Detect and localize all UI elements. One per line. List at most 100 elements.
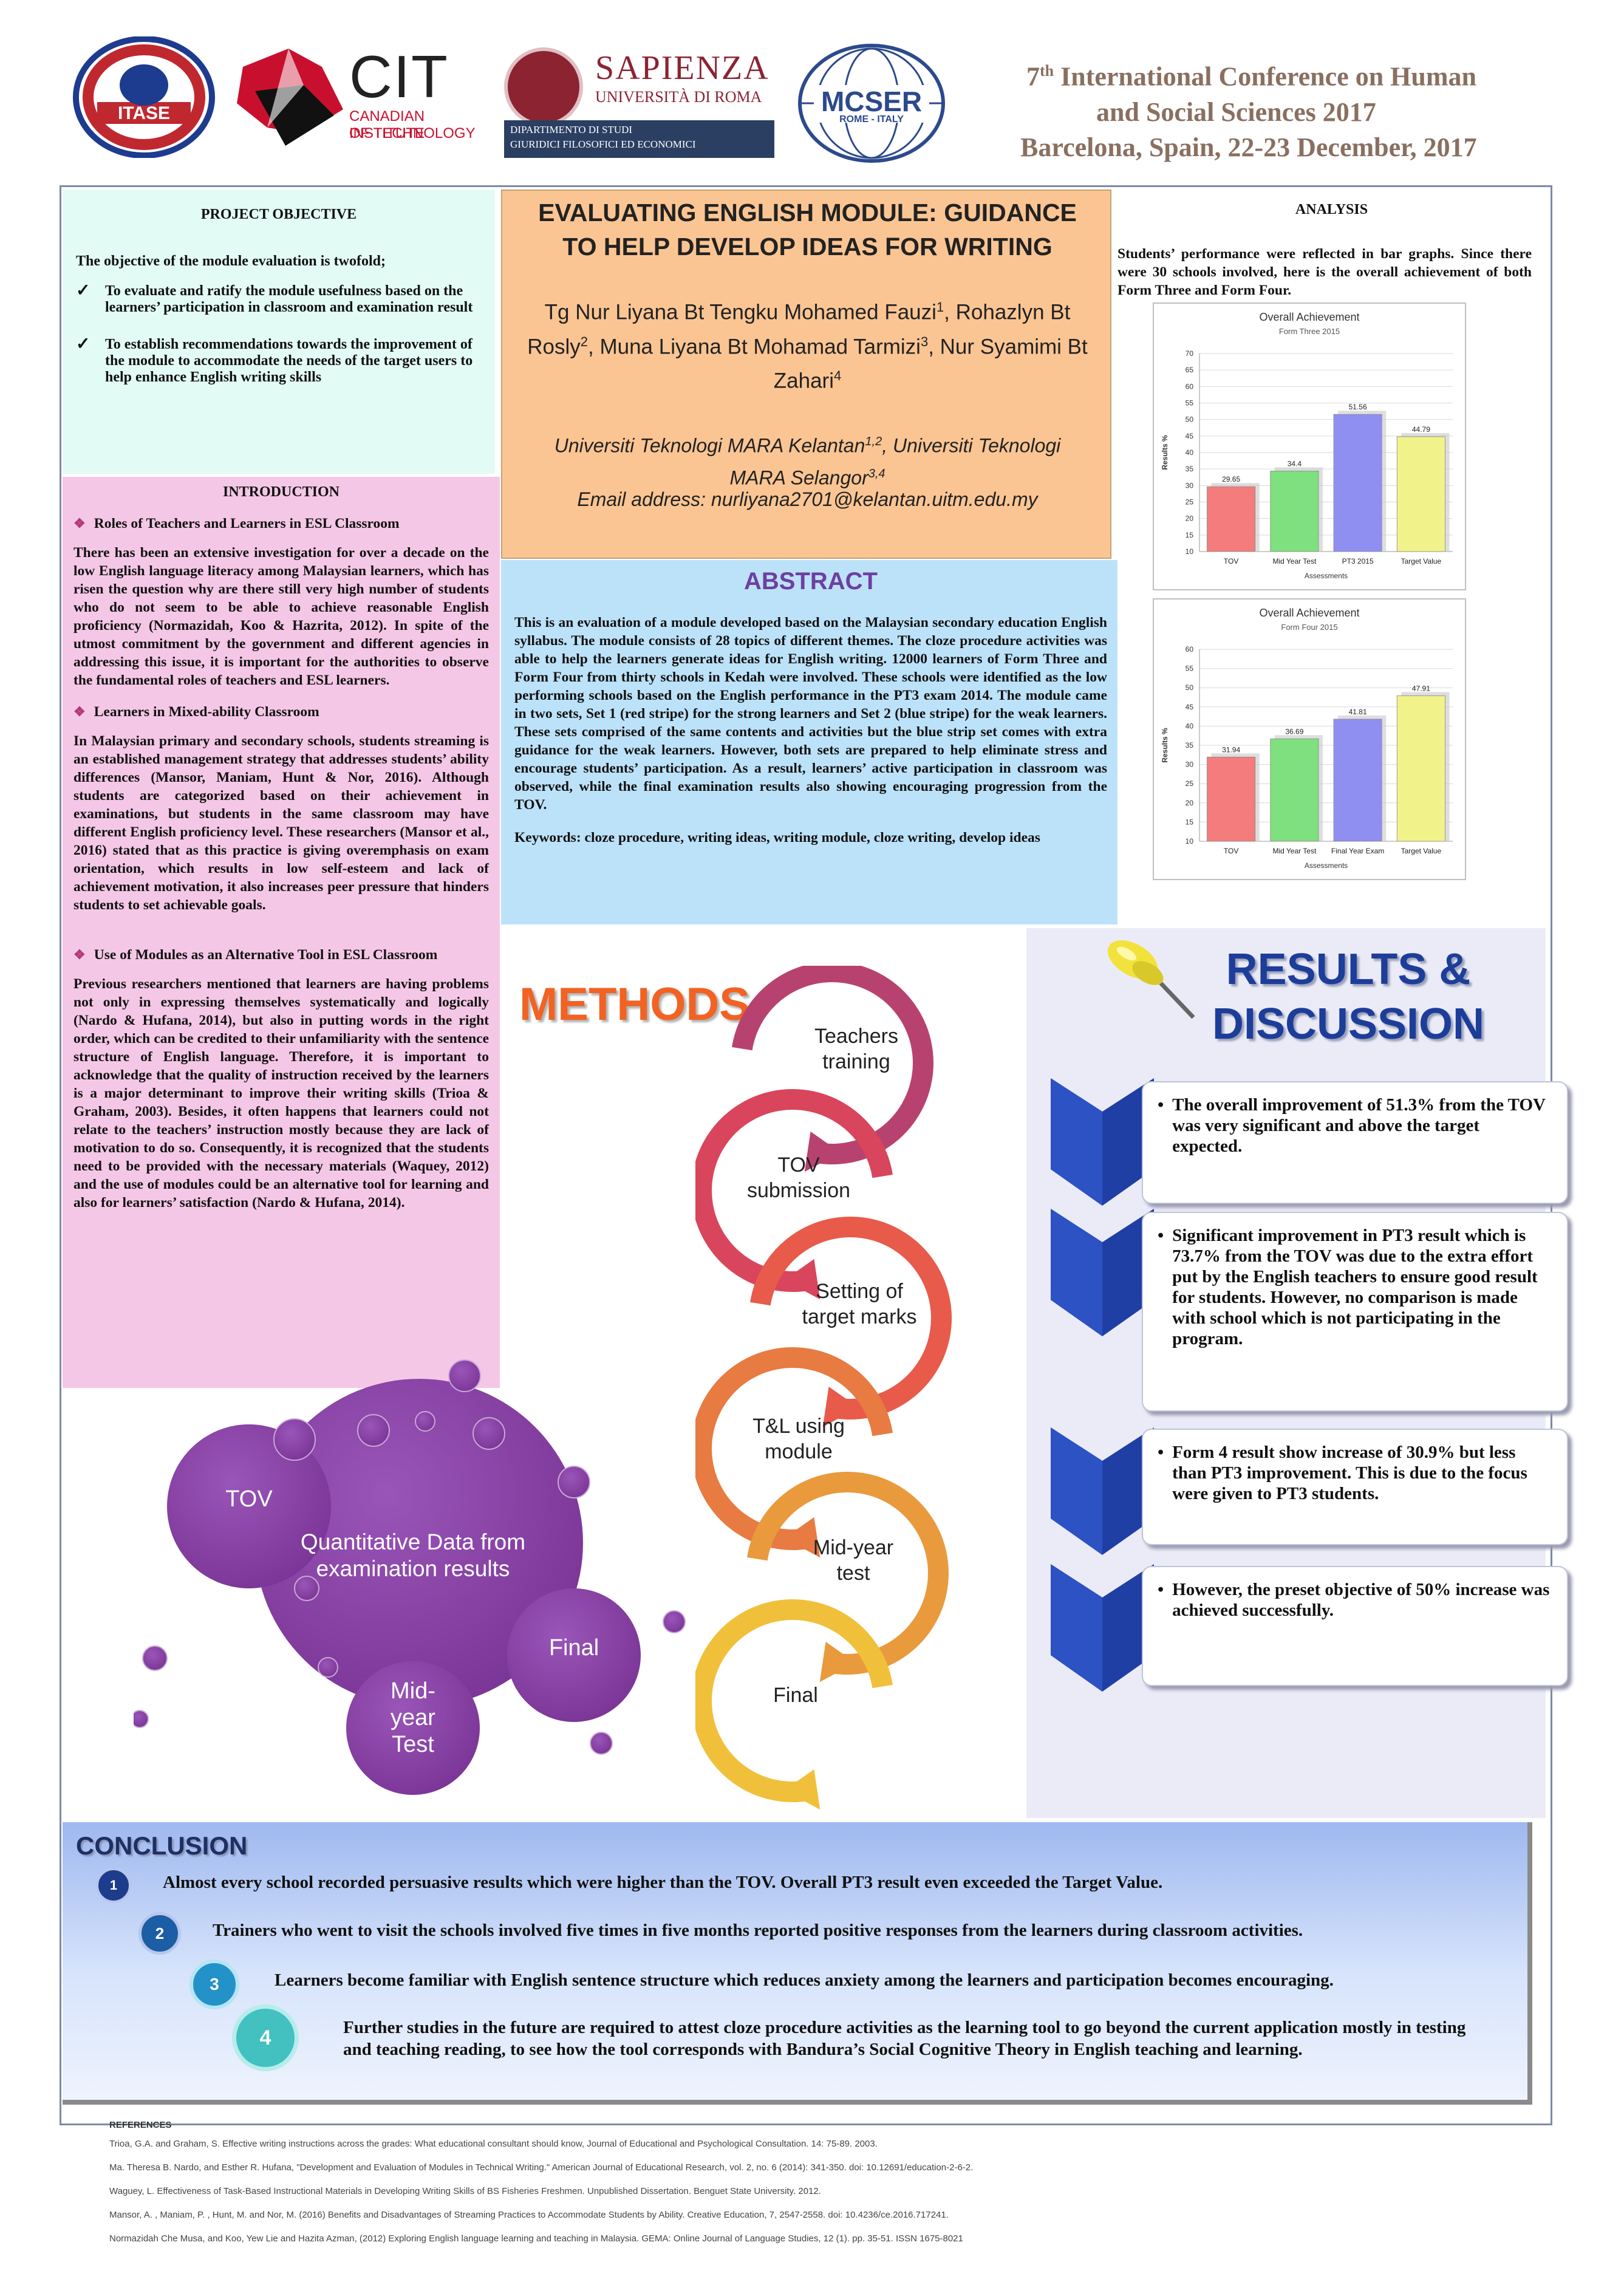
chevron-icon (1051, 1209, 1154, 1336)
result-text: Significant improvement in PT3 result wh… (1172, 1226, 1538, 1348)
data-label: 36.69 (1285, 727, 1303, 736)
flow-arrowhead (784, 1517, 821, 1558)
objective-item: ✓To establish recommendations towards th… (76, 336, 482, 386)
intro-subhead: ❖Learners in Mixed-ability Classroom (73, 703, 489, 721)
conclusion-heading: CONCLUSION (76, 1831, 248, 1860)
pushpin-icon (1102, 935, 1199, 1027)
results-heading-2: DISCUSSION (1212, 1000, 1485, 1048)
chevron-icon (1051, 1564, 1154, 1692)
x-axis-label: Assessments (1305, 861, 1348, 870)
result-text: Form 4 result show increase of 30.9% but… (1172, 1443, 1527, 1503)
intro-subhead-1: Roles of Teachers and Learners in ESL Cl… (94, 516, 400, 531)
x-tick-label: PT3 2015 (1342, 557, 1374, 565)
flow-step-label: target marks (802, 1305, 917, 1328)
cit-sub1: CANADIAN INSTITUTE (349, 108, 425, 142)
intro-paragraph-2: In Malaysian primary and secondary schoo… (73, 733, 489, 913)
quantitative-bubbles (134, 1359, 686, 1795)
itase-text: ITASE (117, 103, 171, 123)
chart-title: Overall Achievement (1259, 607, 1359, 619)
x-tick-label: Final Year Exam (1331, 847, 1384, 855)
chart-subtitle: Form Three 2015 (1279, 327, 1340, 336)
references-panel: REFERENCES Trioa, G.A. and Graham, S. Ef… (109, 2120, 1506, 2290)
conf-sup: th (1040, 62, 1054, 80)
intro-subhead: ❖Roles of Teachers and Learners in ESL C… (73, 514, 489, 533)
data-label: 29.65 (1222, 475, 1240, 483)
y-tick-label: 15 (1186, 531, 1194, 539)
bubble-small (448, 1359, 481, 1392)
reference-item: Mansor, A. , Maniam, P. , Hunt, M. and N… (109, 2210, 949, 2220)
sapienza-sub: UNIVERSITÀ DI ROMA (595, 88, 762, 106)
y-tick-label: 15 (1186, 818, 1194, 826)
flow-arrowhead (822, 1386, 859, 1427)
chart-subtitle: Form Four 2015 (1281, 623, 1337, 632)
intro-paragraph-3: Previous researchers mentioned that lear… (73, 976, 489, 1211)
affiliations: Universiti Teknologi MARA Kelantan1,2, U… (527, 428, 1088, 491)
cit-logo: CIT CANADIAN INSTITUTE OF TECHNOLOGY (231, 43, 498, 158)
sapienza-logo: SAPIENZA UNIVERSITÀ DI ROMA DIPARTIMENTO… (504, 43, 777, 158)
y-tick-label: 20 (1186, 514, 1194, 523)
result-box: •However, the preset objective of 50% in… (1142, 1566, 1568, 1686)
step-number: 1 (109, 1877, 118, 1893)
intro-subhead: ❖Use of Modules as an Alternative Tool i… (73, 946, 489, 964)
flow-arc (750, 1217, 952, 1420)
flow-step-label: submission (747, 1179, 850, 1202)
chart-title: Overall Achievement (1259, 311, 1359, 323)
conference-info: 7th International Conference on Human an… (1005, 53, 1552, 165)
bubble-tov (167, 1424, 331, 1588)
sapienza-dept-band (504, 120, 774, 158)
x-tick-label: TOV (1224, 847, 1238, 855)
flow-step-label: T&L using (752, 1415, 845, 1438)
flow-step-label: Teachers (814, 1025, 898, 1048)
bubble-small (558, 1466, 590, 1498)
methods-heading: METHODS (519, 979, 750, 1030)
y-tick-label: 20 (1186, 799, 1194, 807)
y-tick-label: 10 (1186, 837, 1194, 846)
bubble-final-label: Final (548, 1635, 599, 1661)
x-tick-label: Mid Year Test (1272, 847, 1316, 855)
chevron-icon (1051, 1078, 1154, 1206)
bubble-small (142, 1645, 168, 1671)
intro-paragraph-1: There has been an extensive investigatio… (73, 545, 489, 688)
y-tick-label: 50 (1186, 415, 1194, 424)
x-tick-label: Target Value (1401, 557, 1442, 565)
y-axis-label: Results % (1161, 435, 1169, 470)
abstract-keywords: Keywords: cloze procedure, writing ideas… (514, 830, 1040, 846)
result-text: The overall improvement of 51.3% from th… (1172, 1095, 1546, 1156)
y-tick-label: 65 (1186, 366, 1194, 374)
y-tick-label: 30 (1186, 760, 1194, 769)
bubble-small (273, 1418, 316, 1461)
bar (1270, 738, 1319, 842)
author-3-sup: 3 (920, 333, 929, 349)
bar (1333, 719, 1382, 842)
y-tick-label: 55 (1186, 665, 1194, 673)
step-number-badge: 2 (138, 1912, 181, 1955)
introduction-panel: INTRODUCTION ❖Roles of Teachers and Lear… (63, 477, 500, 1388)
y-axis-label: Results % (1161, 728, 1169, 763)
x-tick-label: TOV (1224, 557, 1238, 565)
intro-heading: INTRODUCTION (222, 484, 340, 500)
result-box: • The overall improvement of 51.3% from t… (1142, 1081, 1568, 1204)
objective-item: ✓To evaluate and ratify the module usefu… (76, 282, 482, 316)
y-tick-label: 25 (1186, 498, 1194, 507)
author-3: , Muna Liyana Bt Mohamad Tarmizi (588, 335, 921, 359)
bullet-dot-icon: • (1158, 1095, 1164, 1115)
conclusion-item-4: Further studies in the future are requir… (343, 2018, 1466, 2059)
bubble-tov-label: TOV (225, 1486, 273, 1512)
conclusion-item-1: Almost every school recorded persuasive … (163, 1873, 1163, 1892)
objective-item-text: To establish recommendations towards the… (105, 337, 473, 385)
bar (1207, 486, 1256, 552)
author-1-sup: 1 (936, 299, 944, 315)
itase-logo: ITASE (72, 36, 216, 159)
poster-title: EVALUATING ENGLISH MODULE: GUIDANCE TO H… (538, 199, 1077, 261)
affiliation-2: , Universiti Teknologi MARA Selangor (729, 434, 1061, 489)
reference-item: Waguey, L. Effectiveness of Task-Based I… (109, 2186, 821, 2196)
flow-arc (695, 1089, 893, 1292)
flow-step-label: training (822, 1050, 890, 1073)
mcser-text: MCSER (821, 86, 923, 117)
author-4: , Nur Syamimi Bt Zahari (773, 335, 1088, 393)
flow-arrowhead (804, 1131, 841, 1172)
